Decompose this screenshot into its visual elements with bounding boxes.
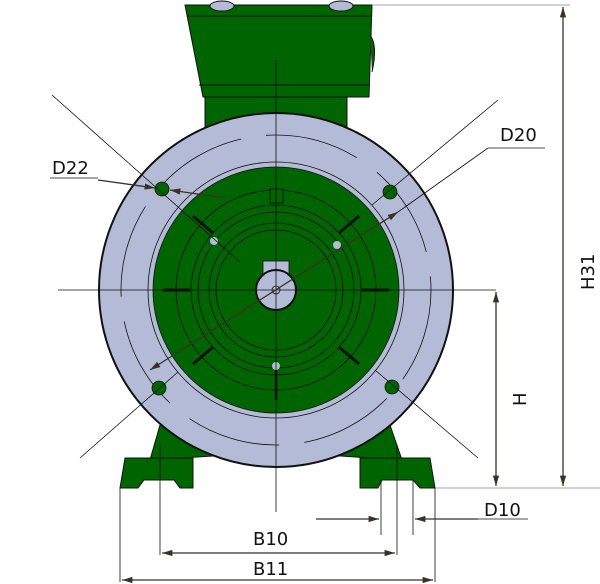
label-d22: D22 — [52, 158, 89, 179]
cable-gland-right — [328, 0, 354, 12]
label-d20: D20 — [500, 125, 537, 146]
label-h31: H31 — [578, 254, 599, 290]
label-b11: B11 — [253, 559, 288, 580]
cable-gland-left — [209, 0, 235, 12]
label-d10: D10 — [484, 500, 521, 521]
label-h: H — [510, 392, 531, 406]
label-b10: B10 — [253, 529, 288, 550]
dimension-lines — [50, 4, 600, 584]
right-foot — [359, 457, 436, 489]
d20-dimension-line — [149, 211, 399, 371]
left-foot — [119, 457, 194, 489]
